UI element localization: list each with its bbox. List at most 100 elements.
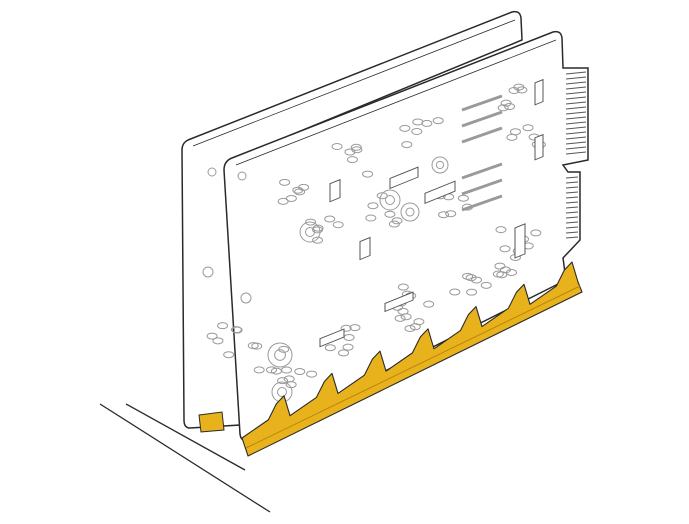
ic-chip [329, 178, 341, 203]
connector-finger [565, 181, 579, 184]
capacitor [431, 156, 449, 174]
resistor [497, 104, 509, 112]
capacitor [400, 202, 420, 222]
connector-finger [565, 196, 579, 199]
resistor [247, 342, 259, 350]
connector-finger [565, 141, 587, 145]
connector-finger [565, 71, 587, 75]
connector-finger [565, 221, 579, 224]
connector-finger [565, 116, 587, 120]
ic-chip [514, 223, 526, 259]
connector-finger [565, 226, 579, 229]
connector-finger [565, 191, 579, 194]
resistor [223, 351, 235, 359]
trace-bar [461, 110, 503, 128]
resistor [449, 288, 461, 296]
trace-bar [461, 126, 503, 144]
back-circuit-board [181, 10, 523, 429]
ic-chip [359, 236, 371, 261]
shelf-lines [99, 403, 271, 513]
resistor [499, 266, 511, 274]
connector-finger [565, 76, 587, 80]
resistor [306, 370, 318, 378]
capacitor-top [385, 195, 395, 205]
connector-finger [565, 131, 587, 135]
ic-chip [534, 78, 544, 106]
resistor [298, 183, 310, 191]
capacitor-top [277, 387, 287, 397]
trace-bar [461, 178, 503, 196]
resistor [411, 128, 423, 136]
front-circuit-board [206, 30, 589, 442]
resistor [513, 83, 525, 91]
resistor [324, 215, 336, 223]
resistor [506, 133, 518, 141]
connector-finger [565, 126, 587, 130]
resistor [294, 368, 306, 376]
resistor [281, 366, 293, 374]
resistor [394, 314, 406, 322]
resistor [265, 366, 277, 374]
resistor [466, 288, 478, 296]
mounting-hole [237, 171, 247, 181]
resistor [283, 375, 295, 383]
edge-connector [565, 71, 587, 239]
resistor [312, 236, 324, 244]
connector-finger [565, 151, 587, 155]
resistor [277, 197, 289, 205]
resistor [340, 324, 352, 332]
resistor [350, 143, 362, 151]
capacitor-top [305, 227, 315, 237]
resistor [445, 210, 457, 218]
capacitor [379, 189, 401, 211]
resistor [423, 300, 435, 308]
resistor [324, 344, 336, 352]
resistor [522, 124, 534, 132]
back-card-guide [198, 411, 225, 433]
mounting-hole [240, 292, 252, 304]
capacitor [299, 221, 321, 243]
capacitor-top [405, 207, 415, 217]
connector-finger [565, 186, 579, 189]
electronic-components [206, 78, 546, 403]
resistor [332, 221, 344, 229]
ic-chip [319, 328, 345, 348]
resistor [367, 202, 379, 210]
resistor [231, 326, 243, 334]
resistor [470, 276, 482, 284]
connector-finger [565, 236, 579, 239]
connector-finger [565, 201, 579, 204]
capacitor-top [274, 349, 286, 361]
resistor [409, 323, 421, 331]
ic-chip [534, 133, 544, 161]
connector-finger [565, 81, 587, 85]
resistor [342, 343, 354, 351]
capacitor [267, 342, 293, 368]
resistor [384, 210, 396, 218]
resistor [331, 143, 343, 151]
connector-finger [565, 86, 587, 90]
resistor [397, 283, 409, 291]
connector-finger [565, 146, 587, 150]
resistor [494, 262, 506, 270]
connector-finger [565, 101, 587, 105]
resistor [401, 141, 413, 149]
resistor [400, 313, 412, 321]
resistor [412, 118, 424, 126]
resistor [351, 146, 363, 154]
resistor [499, 245, 511, 253]
resistor [391, 217, 403, 225]
resistor [346, 156, 358, 164]
resistor [362, 170, 374, 178]
resistor [404, 324, 416, 332]
capacitor-top [435, 160, 445, 170]
connector-finger [565, 91, 587, 95]
connector-finger [565, 111, 587, 115]
card-guide-strip [241, 261, 583, 457]
front-card-guide [241, 261, 583, 457]
resistor [212, 337, 224, 345]
resistor [305, 218, 317, 226]
connector-finger [565, 231, 579, 234]
resistor [530, 229, 542, 237]
